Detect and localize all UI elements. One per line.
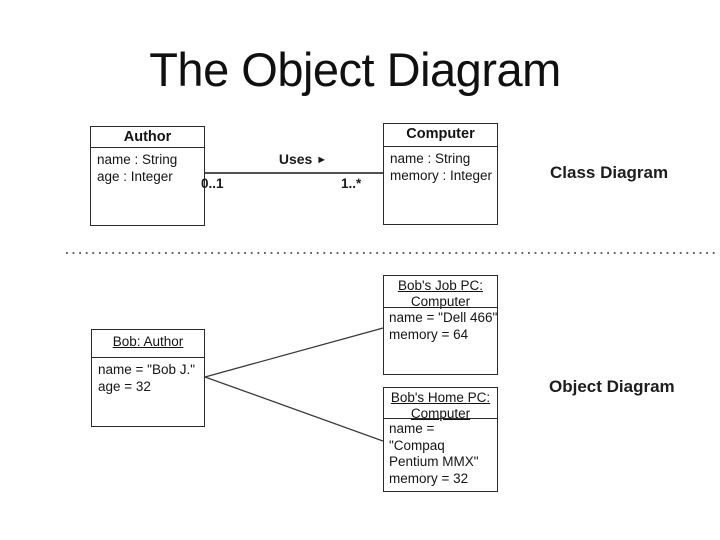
attribute-line: memory : Integer — [390, 167, 493, 183]
object-home-pc-title-line2: Computer — [410, 405, 471, 421]
object-home-pc-title-compartment: Bob's Home PC: Computer — [384, 388, 497, 421]
class-author-name: Author — [123, 129, 172, 145]
class-computer-attributes: name : String memory : Integer — [384, 147, 497, 184]
uses-direction-arrow-icon: ► — [316, 154, 328, 166]
object-box-bob: Bob: Author name = "Bob J." age = 32 — [91, 329, 205, 427]
attribute-line: memory = 64 — [389, 326, 469, 342]
bob-jobpc-link-line — [204, 327, 384, 378]
object-job-pc-title-line2: Computer — [410, 293, 471, 309]
attribute-line: age : Integer — [97, 168, 173, 184]
attribute-line: name = "Dell 466" — [389, 310, 498, 325]
object-bob-title-compartment: Bob: Author — [92, 330, 204, 358]
object-job-pc-title-line1: Bob's Job PC: — [397, 278, 484, 293]
attribute-line: age = 32 — [98, 378, 151, 394]
class-computer-name: Computer — [406, 126, 475, 142]
object-box-job-pc: Bob's Job PC: Computer name = "Dell 466"… — [383, 275, 498, 375]
attribute-line: name = "Bob J." — [98, 362, 196, 377]
class-box-computer: Computer name : String memory : Integer — [383, 123, 498, 225]
object-job-pc-attributes: name = "Dell 466" memory = 64 — [384, 308, 497, 343]
attribute-line: memory = 32 — [389, 470, 469, 486]
bob-homepc-link-line — [204, 376, 384, 442]
object-bob-attributes: name = "Bob J." age = 32 — [92, 358, 204, 395]
object-bob-title: Bob: Author — [112, 334, 184, 349]
class-computer-title-compartment: Computer — [384, 124, 497, 147]
uses-association-name: Uses — [278, 151, 313, 167]
class-diagram-section-label: Class Diagram — [550, 163, 669, 182]
class-author-title-compartment: Author — [91, 127, 204, 148]
attribute-line: name : String — [390, 151, 471, 166]
class-author-attributes: name : String age : Integer — [91, 148, 204, 185]
uses-association-label: Uses ► — [264, 151, 342, 167]
class-box-author: Author name : String age : Integer — [90, 126, 205, 226]
attribute-line: name = "Compaq Pentium MMX" — [389, 421, 479, 469]
author-multiplicity-label: 0..1 — [201, 176, 224, 191]
object-box-home-pc: Bob's Home PC: Computer name = "Compaq P… — [383, 387, 498, 492]
object-home-pc-title-line1: Bob's Home PC: — [390, 390, 491, 405]
object-job-pc-title-compartment: Bob's Job PC: Computer — [384, 276, 497, 309]
computer-multiplicity-label: 1..* — [341, 176, 362, 191]
object-home-pc-attributes: name = "Compaq Pentium MMX" memory = 32 — [384, 419, 497, 487]
object-diagram-section-label: Object Diagram — [549, 377, 675, 396]
attribute-line: name : String — [97, 152, 178, 167]
slide-title: The Object Diagram — [149, 43, 561, 96]
